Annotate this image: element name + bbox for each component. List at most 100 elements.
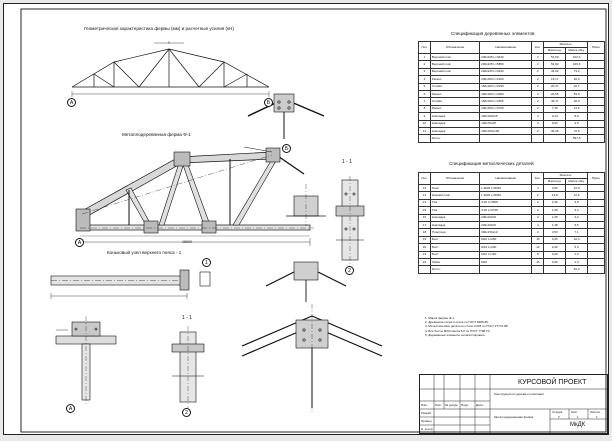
inner-frame [20, 8, 607, 433]
spec1-h-qty: Кол. [531, 41, 545, 54]
spec2-h-name: Наименование [479, 172, 533, 185]
table-cell: 0,63 [543, 119, 567, 128]
table-cell: 73,2 [565, 67, 589, 77]
table-cell: 2 [531, 52, 545, 62]
table-cell [587, 213, 605, 222]
table-cell: 1,60 [543, 206, 567, 215]
table-cell [587, 104, 605, 114]
table-cell: 15 [418, 206, 431, 215]
spec2-h-qty: Кол. [531, 172, 545, 185]
table-cell: 102,0 [565, 52, 589, 62]
table-cell: 10 [418, 119, 431, 128]
table-cell: d 20 L=3500 [479, 198, 533, 208]
note-line: 3. Металлические детали из стали С245 по… [425, 324, 509, 329]
table-cell [587, 235, 605, 245]
table-cell: Итого: [429, 134, 481, 143]
table-cell: 5,5 [565, 220, 589, 230]
table-cell: М20 L=250 [479, 235, 533, 245]
table-cell: 4,2 [565, 213, 589, 222]
stamp-subject: Конструкции из дерева и пластмасс [494, 392, 545, 396]
table-cell: Верхний пояс [429, 67, 481, 77]
spec1-h-name: Наименование [479, 41, 533, 54]
total-span-dim: 18000 [182, 240, 192, 244]
table-cell: Накладка [429, 126, 481, 136]
table-cell: 1,6 [565, 250, 589, 259]
table-cell: 7 [418, 97, 431, 106]
section-1-1-bottom-title: 1 - 1 [182, 315, 193, 321]
spec1-h-desig: Обозначение [429, 41, 481, 54]
table-cell [531, 265, 545, 274]
stamp-project: КУРСОВОЙ ПРОЕКТ [518, 379, 587, 386]
table-cell [587, 220, 605, 230]
table-cell: 16 [418, 213, 431, 222]
note-line: 5. Деревянные элементы антисептировать. [425, 332, 486, 337]
stamp-sheets-label: Листов [590, 410, 600, 414]
table-cell: 11 [418, 126, 431, 136]
table-cell: 2,24 [543, 112, 567, 121]
table-cell: 200х150 L=3160 [479, 75, 533, 84]
table-cell: 3 [418, 67, 431, 77]
geometry-title: Геометрическая характеристика фермы (мм)… [84, 26, 234, 31]
table-cell: 3,53 [543, 228, 567, 237]
table-cell [587, 134, 605, 143]
table-cell: L 90х8 L=8330 [479, 183, 533, 193]
stamp-stage-label: Стадия [552, 410, 563, 414]
stamp-sheets-num: 1 [596, 414, 598, 419]
table-cell: 200х225 L=4640 [479, 52, 533, 62]
table-cell: 53,9 [565, 89, 589, 99]
table-cell: 54,82 [543, 60, 567, 69]
table-cell [587, 228, 605, 237]
table-cell: 2 [531, 198, 545, 208]
table-cell: 6 [418, 89, 431, 99]
table-cell: 150х150 L=2350 [479, 82, 533, 91]
table-cell [531, 134, 545, 143]
table-cell: 9 [418, 112, 431, 121]
truss-elevation [75, 146, 314, 246]
table-cell: 8 [418, 104, 431, 114]
table-cell: 17 [418, 220, 431, 230]
table-cell: Раскос [429, 89, 481, 99]
section-1-1-bottom [171, 326, 205, 408]
table-cell: 1,0 [565, 257, 589, 267]
table-cell: М16 L=200 [479, 243, 533, 252]
table-cell: 4 [418, 75, 431, 84]
table-cell: 4 [531, 213, 545, 222]
table-cell: 200х225 L=4640 [479, 67, 533, 77]
table-cell: 5,0 [565, 243, 589, 252]
stamp-col-doc: № докум. [445, 403, 459, 407]
table-cell: М20 [479, 257, 533, 267]
axis-a-marker-bottom: А [66, 404, 75, 413]
table-cell: 26,95 [543, 89, 567, 99]
spec2-h-desig: Обозначение [429, 172, 481, 185]
node-1-marker: 1 [202, 258, 211, 267]
table-cell: 0,20 [543, 250, 567, 259]
table-cell: 20,37 [543, 82, 567, 91]
table-cell: 200х150х100 [479, 126, 533, 136]
axis-b-marker: Б [264, 98, 273, 107]
stamp-col-sheet: Лист [435, 403, 442, 407]
table-cell: 14 [418, 198, 431, 208]
table-cell: 220х100х8 [479, 220, 533, 230]
stamp-row-checked: Провер. [421, 419, 433, 423]
table-cell: 12 [418, 183, 431, 193]
table-cell: 1,05 [543, 213, 567, 222]
table-cell: 5 [418, 82, 431, 91]
table-cell: Стойка [429, 82, 481, 91]
table-cell [587, 89, 605, 99]
table-cell [587, 257, 605, 267]
table-cell [587, 52, 605, 62]
axis-b-marker-ridge: Б [282, 144, 291, 153]
table-cell: 0,65 [543, 235, 567, 245]
table-cell: Верхний пояс [429, 60, 481, 69]
purlin-node [50, 269, 211, 299]
stamp-col-date: Дата [476, 403, 483, 407]
